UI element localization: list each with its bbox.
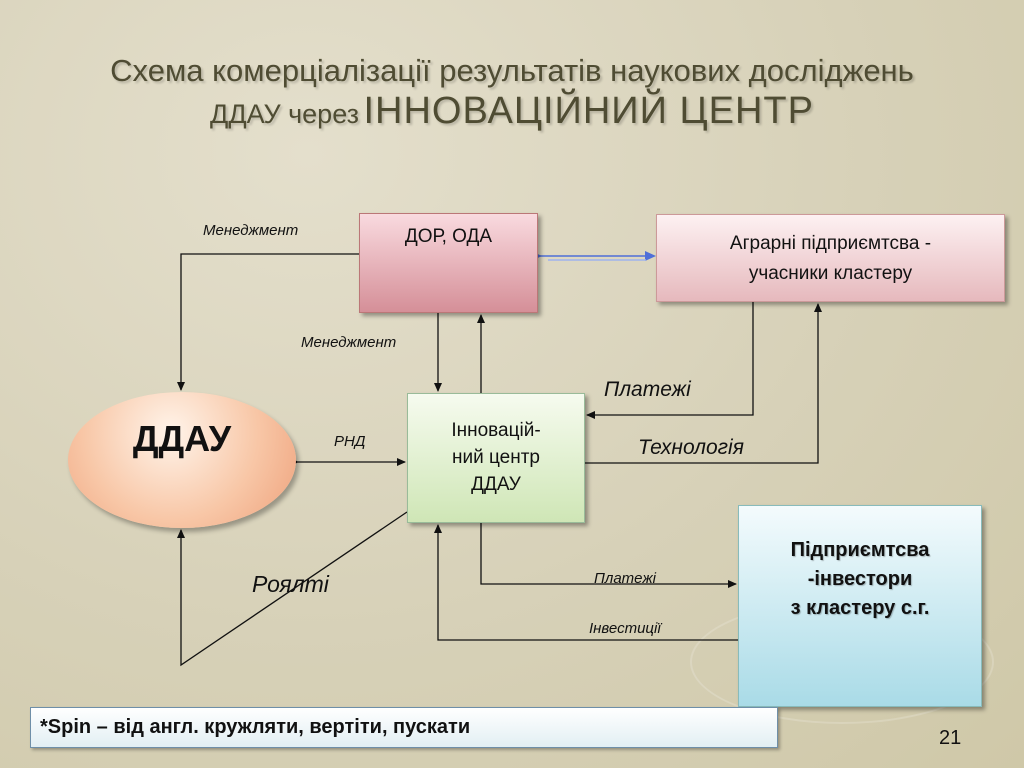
node-ddau: ДДАУ (68, 392, 296, 528)
title-line1: Схема комерціалізації результатів науков… (110, 53, 914, 88)
edge-payments-ic-inv (480, 523, 737, 588)
edge-management-dor-ddau (177, 253, 359, 391)
footnote-box: *Spin – від англ. кружляти, вертіти, пус… (30, 707, 778, 748)
label-payments-agrarian: Платежі (604, 378, 691, 401)
label-investments: Інвестиції (589, 620, 661, 637)
title-line2-emphasis: ІННОВАЦІЙНИЙ ЦЕНТР (363, 90, 814, 132)
node-inv-line3: з кластеру с.г. (790, 597, 930, 619)
footnote-text: *Spin – від англ. кружляти, вертіти, пус… (40, 716, 471, 738)
page-number: 21 (939, 727, 962, 749)
node-dor-oda: ДОР, ОДА (359, 213, 538, 313)
node-inv-line2: -інвестори (807, 568, 913, 590)
node-agrarian-enterprises: Аграрні підприємтсва - учасники кластеру (656, 214, 1005, 302)
node-ic-line3: ДДАУ (471, 474, 521, 495)
node-ic-line2: ний центр (452, 447, 540, 468)
label-rnd: РНД (334, 433, 366, 450)
node-investor-enterprises: Підприємтсва -інвестори з кластеру с.г. (738, 505, 982, 707)
label-technology: Технологія (638, 436, 744, 459)
edge-payments-agr-ic (586, 302, 754, 419)
label-payments-investors: Платежі (594, 570, 656, 587)
edge-technology-ic-agr (585, 303, 822, 464)
node-inv-line1: Підприємтсва (790, 539, 930, 561)
label-royalty: Роялті (252, 571, 329, 597)
node-dor-oda-label: ДОР, ОДА (404, 226, 493, 247)
label-management-mid: Менеджмент (301, 334, 397, 351)
label-management-top: Менеджмент (203, 222, 299, 239)
edge-royalty-ic-ddau (177, 511, 408, 667)
node-ddau-label: ДДАУ (132, 418, 232, 459)
slide-title: Схема комерціалізації результатів науков… (0, 52, 1024, 133)
node-agrarian-line2: учасники кластеру (748, 263, 913, 284)
node-innovation-center: Інновацій- ний центр ДДАУ (407, 393, 585, 523)
node-ic-line1: Інновацій- (451, 420, 541, 441)
edge-investments-inv-ic (434, 524, 738, 641)
title-line2-prefix: ДДАУ через (210, 99, 359, 129)
node-agrarian-line1: Аграрні підприємтсва - (729, 233, 932, 254)
